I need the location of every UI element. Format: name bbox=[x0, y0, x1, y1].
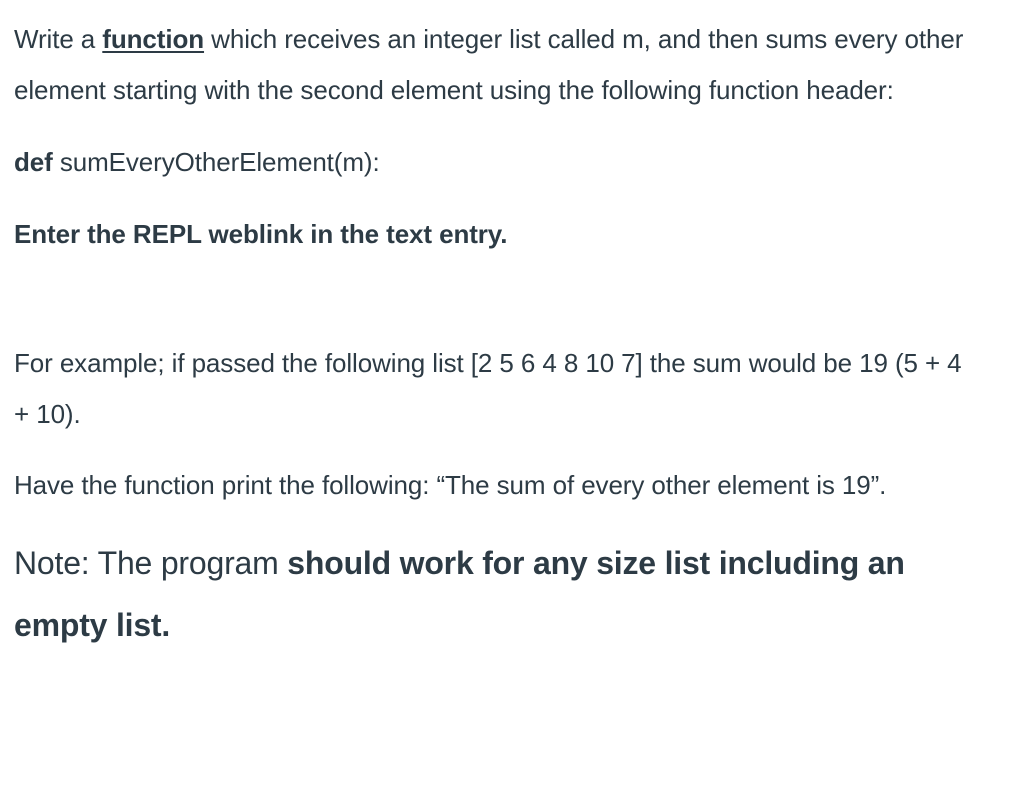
paragraph-spacer bbox=[14, 281, 976, 338]
intro-text-before-link: Write a bbox=[14, 24, 103, 54]
note-bold-text: should work for any size list including … bbox=[14, 545, 905, 643]
intro-text-after-link: which receives an integer list called m,… bbox=[14, 24, 964, 105]
function-link[interactable]: function bbox=[102, 24, 205, 54]
example-paragraph: For example; if passed the following lis… bbox=[14, 348, 962, 429]
function-header-line: def sumEveryOtherElement(m): bbox=[14, 137, 976, 188]
intro-paragraph: Write a function which receives an integ… bbox=[14, 14, 976, 116]
def-keyword: def bbox=[14, 147, 53, 177]
repl-instruction: Enter the REPL weblink in the text entry… bbox=[14, 219, 508, 249]
print-instruction-paragraph: Have the function print the following: “… bbox=[14, 470, 887, 500]
note-paragraph: Note: The program should work for any si… bbox=[14, 532, 976, 656]
note-regular-text: Note: The program bbox=[14, 545, 288, 581]
function-signature: sumEveryOtherElement(m): bbox=[52, 147, 380, 177]
